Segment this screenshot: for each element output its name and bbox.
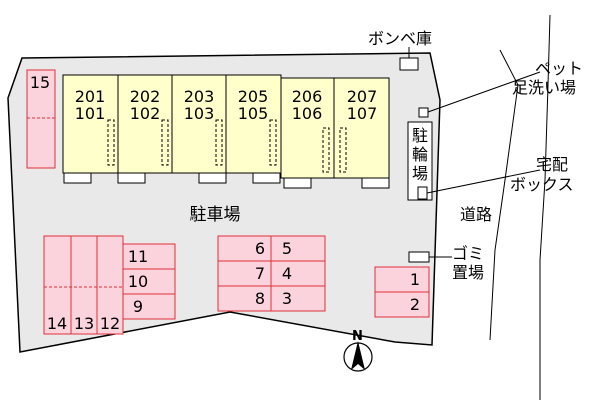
unit-label-lower: 101 [75, 104, 106, 123]
unit-201-101 [62, 74, 119, 174]
parking-label-7: 7 [255, 264, 265, 283]
north-arrow-icon: N [343, 329, 373, 372]
delivery-box-label-line1: 宅配 [536, 155, 569, 174]
unit-stairs [107, 119, 347, 173]
unit-label-upper: 203 [184, 87, 215, 106]
parking-label-10: 10 [128, 272, 148, 291]
parking-space-8 [217, 285, 272, 312]
parking-label-11: 11 [128, 247, 148, 266]
road-label: 道路 [460, 205, 493, 224]
parking-label-2: 2 [410, 295, 420, 314]
delivery-box-label-line2: ボックス [510, 175, 574, 194]
bicycle-parking-char-2: 輪 [412, 145, 428, 164]
unit-label-upper: 202 [130, 87, 161, 106]
parking-space-13 [70, 235, 98, 335]
garbage-box [408, 251, 430, 263]
parking-label-5: 5 [282, 239, 292, 258]
unit-label-lower: 102 [130, 104, 161, 123]
road-edge-right [539, 14, 551, 400]
parking-space-4 [270, 260, 326, 287]
parking-label-3: 3 [282, 289, 292, 308]
parking-label-8: 8 [255, 289, 265, 308]
unit-label-upper: 201 [75, 87, 106, 106]
delivery-box-leader [426, 169, 541, 194]
unit-label-lower: 103 [184, 104, 215, 123]
parking-label-9: 9 [133, 297, 143, 316]
unit-label-lower: 106 [292, 104, 323, 123]
gas-storage-box [399, 57, 419, 71]
bicycle-parking-char-1: 駐 [412, 126, 428, 145]
parking-spaces [26, 69, 430, 335]
unit-label-upper: 205 [238, 87, 269, 106]
parking-lot-label: 駐車場 [190, 205, 241, 225]
north-label: N [352, 329, 363, 344]
unit-label-upper: 206 [292, 87, 323, 106]
pet-wash-label-line1: ペット [535, 59, 584, 78]
parking-space-1 [374, 266, 430, 293]
parking-label-14: 14 [47, 314, 67, 333]
unit-label-lower: 105 [238, 104, 269, 123]
parking-dashes [27, 117, 123, 288]
parking-space-3 [270, 285, 326, 312]
parking-space-12 [96, 235, 124, 335]
bicycle-parking-char-3: 場 [412, 164, 428, 183]
road-edge-left [489, 49, 519, 341]
pet-wash-leader [427, 71, 541, 113]
pet-wash-label-line2: 足洗い場 [512, 78, 577, 97]
parking-label-6: 6 [255, 239, 265, 258]
parking-space-15 [26, 69, 56, 169]
parking-space-10 [122, 268, 176, 295]
parking-space-14 [43, 235, 72, 335]
garbage-label-line1: ゴミ [452, 244, 485, 263]
garbage-label-line2: 置場 [452, 263, 485, 282]
unit-label-upper: 207 [347, 87, 378, 106]
pet-wash-box [418, 107, 429, 118]
parking-label-12: 12 [100, 314, 120, 333]
parking-space-2 [374, 291, 430, 318]
unit-entrances [63, 172, 390, 189]
parking-label-15: 15 [30, 73, 50, 92]
unit-label-lower: 107 [347, 104, 378, 123]
gas-storage-label: ボンベ庫 [368, 29, 433, 48]
parking-label-4: 4 [282, 264, 292, 283]
parking-label-13: 13 [74, 314, 94, 333]
parking-label-1: 1 [410, 270, 420, 289]
parking-space-9 [122, 293, 176, 320]
parking-space-5 [270, 235, 326, 262]
delivery-box [417, 186, 428, 200]
